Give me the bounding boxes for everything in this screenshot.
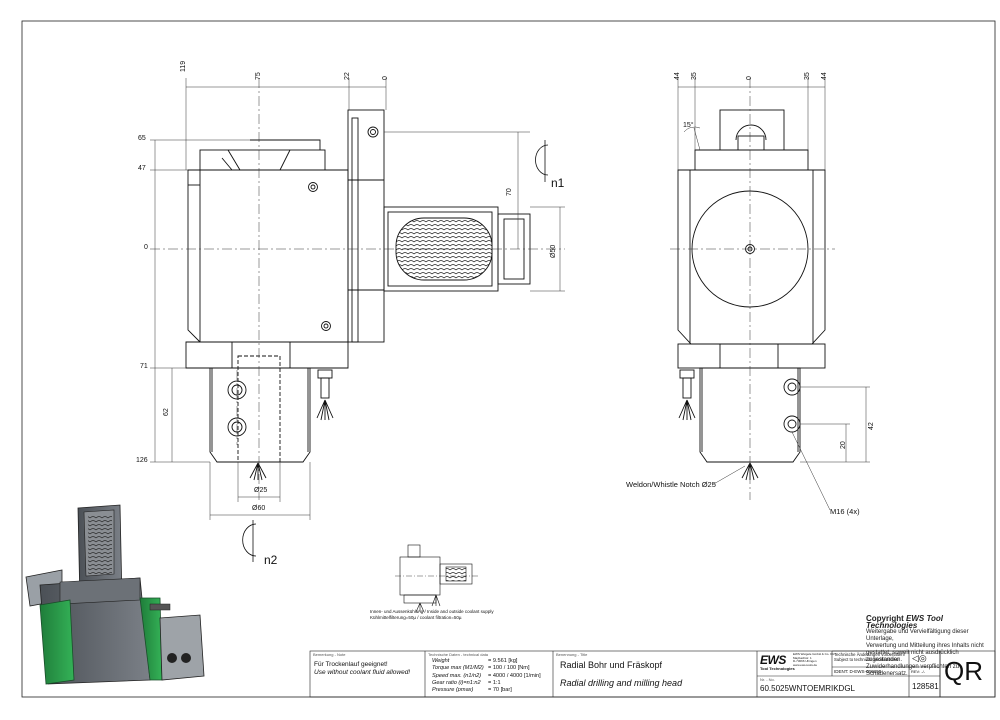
dim-44-right: 44 <box>821 72 828 80</box>
rev-label-text: REV: <box>911 669 921 674</box>
company-line: EWS Weigele GmbH & Co. KG <box>793 652 835 656</box>
copyright-block: Copyright EWS Tool Technologies Weiterga… <box>866 615 994 678</box>
change-note: Technische Änderungen vorbehalten! Subje… <box>834 652 905 662</box>
rotation-symbols <box>242 140 549 562</box>
dim-20: 20 <box>840 441 847 449</box>
qr-label: QR <box>944 656 983 686</box>
change-note-de: Technische Änderungen vorbehalten! <box>834 652 905 657</box>
dim-d60: Ø60 <box>252 505 266 512</box>
nr-label: Nr. - No. <box>760 677 775 682</box>
tech-label: Torque max (M1/M2) <box>432 665 484 672</box>
coolant-note: Innen- und Aussenkühlung / Inside and ou… <box>370 609 494 621</box>
side-view <box>677 109 826 481</box>
tech-values: = 9.561 [kg] = 100 / 100 [Nm] = 4000 / 4… <box>488 658 541 694</box>
note-de: Für Trockenlauf geeignet! <box>314 661 388 668</box>
company-line: D-73066 Uhingen <box>793 659 817 664</box>
title-de: Radial Bohr und Fräskopf <box>560 660 663 670</box>
dim-44-left: 44 <box>674 72 681 80</box>
coolant-note-line1: Innen- und Aussenkühlung / Inside and ou… <box>370 609 494 614</box>
label-n2: n2 <box>264 553 278 567</box>
side-dimension-lines <box>677 78 870 511</box>
dim-70: 70 <box>506 188 513 196</box>
dim-d25: Ø25 <box>254 487 268 494</box>
tech-label: Weight <box>432 658 450 664</box>
dim-angle: 15° <box>683 122 694 129</box>
copyright-brand: EWS Tool Technologies <box>866 614 944 630</box>
ews-logo: EWS <box>760 653 786 667</box>
dim-35-left: 35 <box>691 72 698 80</box>
ident-number: IDENT: D-EWS-00639B <box>834 669 882 674</box>
dim-47: 47 <box>138 165 146 172</box>
sheet-border <box>21 20 996 698</box>
dim-65: 65 <box>138 135 146 142</box>
drawing-number: 128581 <box>912 682 939 691</box>
tech-labels: Weight Torque max (M1/M2) Speed max. (n1… <box>432 658 484 694</box>
copyright-line: Verwertung und Mitteilung ihres Inhalts … <box>866 643 984 649</box>
dim-126: 126 <box>136 457 148 464</box>
rev-value: -/- <box>921 669 926 674</box>
dim-0-side: 0 <box>746 76 753 80</box>
dim-0-top: 0 <box>382 76 389 80</box>
change-note-en: Subject to technical modifications! <box>834 657 899 662</box>
tech-value: = 4000 / 4000 [1/min] <box>488 672 541 679</box>
title-en: Radial drilling and milling head <box>560 678 683 688</box>
dim-42: 42 <box>868 422 875 430</box>
tech-label: Gear ratio (i)=n1:n2 <box>432 679 481 686</box>
iso-render <box>25 504 205 685</box>
front-dimension-lines <box>150 78 565 520</box>
tech-label: Speed max. (n1/n2) <box>432 672 482 679</box>
copyright-line: Zuwiderhandlungen verpflichten zu Schade… <box>866 664 960 677</box>
copyright-prefix: Copyright <box>866 614 906 623</box>
dim-35-right: 35 <box>804 72 811 80</box>
label-m16: M16 (4x) <box>830 507 860 516</box>
tech-header: Technische Daten - technical data <box>428 652 489 657</box>
dim-75: 75 <box>255 72 262 80</box>
dim-22: 22 <box>344 72 351 80</box>
tech-label: Pressure (pmax) <box>432 687 474 694</box>
coolant-note-line2: Kühlmittelfilterung=50µ / coolant filtra… <box>370 615 462 620</box>
label-n1: n1 <box>551 176 565 190</box>
dim-71: 71 <box>140 363 148 370</box>
copyright-line: Weitergabe und Vervielfältigung dieser U… <box>866 629 969 642</box>
part-number: 60.5025WNTOEMRIKDGL <box>760 684 855 693</box>
dim-119: 119 <box>180 60 187 72</box>
copyright-title: Copyright EWS Tool Technologies <box>866 614 994 630</box>
copyright-line: gestattet, soweit nicht ausdrücklich zug… <box>866 650 959 663</box>
title-header: Benennung - Title <box>556 652 588 657</box>
rev-label: REV: -/- <box>911 669 925 674</box>
company-line: Maybachstr. 1 <box>793 655 812 660</box>
label-weldon: Weldon/Whistle Notch Ø25 <box>626 480 716 489</box>
ews-logo-sub: Tool Technologies <box>760 666 795 671</box>
front-view <box>185 109 531 481</box>
projection-symbol-icon: ◁◎ <box>912 653 927 663</box>
tech-value: = 100 / 100 [Nm] <box>488 665 530 672</box>
front-centerlines <box>150 78 565 500</box>
side-centerlines <box>670 78 835 500</box>
tech-value: = 70 [bar] <box>488 687 512 694</box>
tech-value: = 9.561 [kg] <box>488 658 518 664</box>
note-en: Use without coolant fluid allowed! <box>314 669 411 676</box>
dim-0-left: 0 <box>144 244 148 251</box>
company-line: www.ews-tools.de <box>793 662 818 667</box>
company-address: EWS Weigele GmbH & Co. KG Maybachstr. 1 … <box>793 652 835 667</box>
dim-62: 62 <box>163 408 170 416</box>
dim-d50: Ø50 <box>550 244 557 258</box>
note-header: Bemerkung - Note <box>313 652 346 657</box>
tech-value: = 1:1 <box>488 679 501 686</box>
title-block-frame <box>309 650 996 698</box>
coolant-view <box>395 544 478 613</box>
